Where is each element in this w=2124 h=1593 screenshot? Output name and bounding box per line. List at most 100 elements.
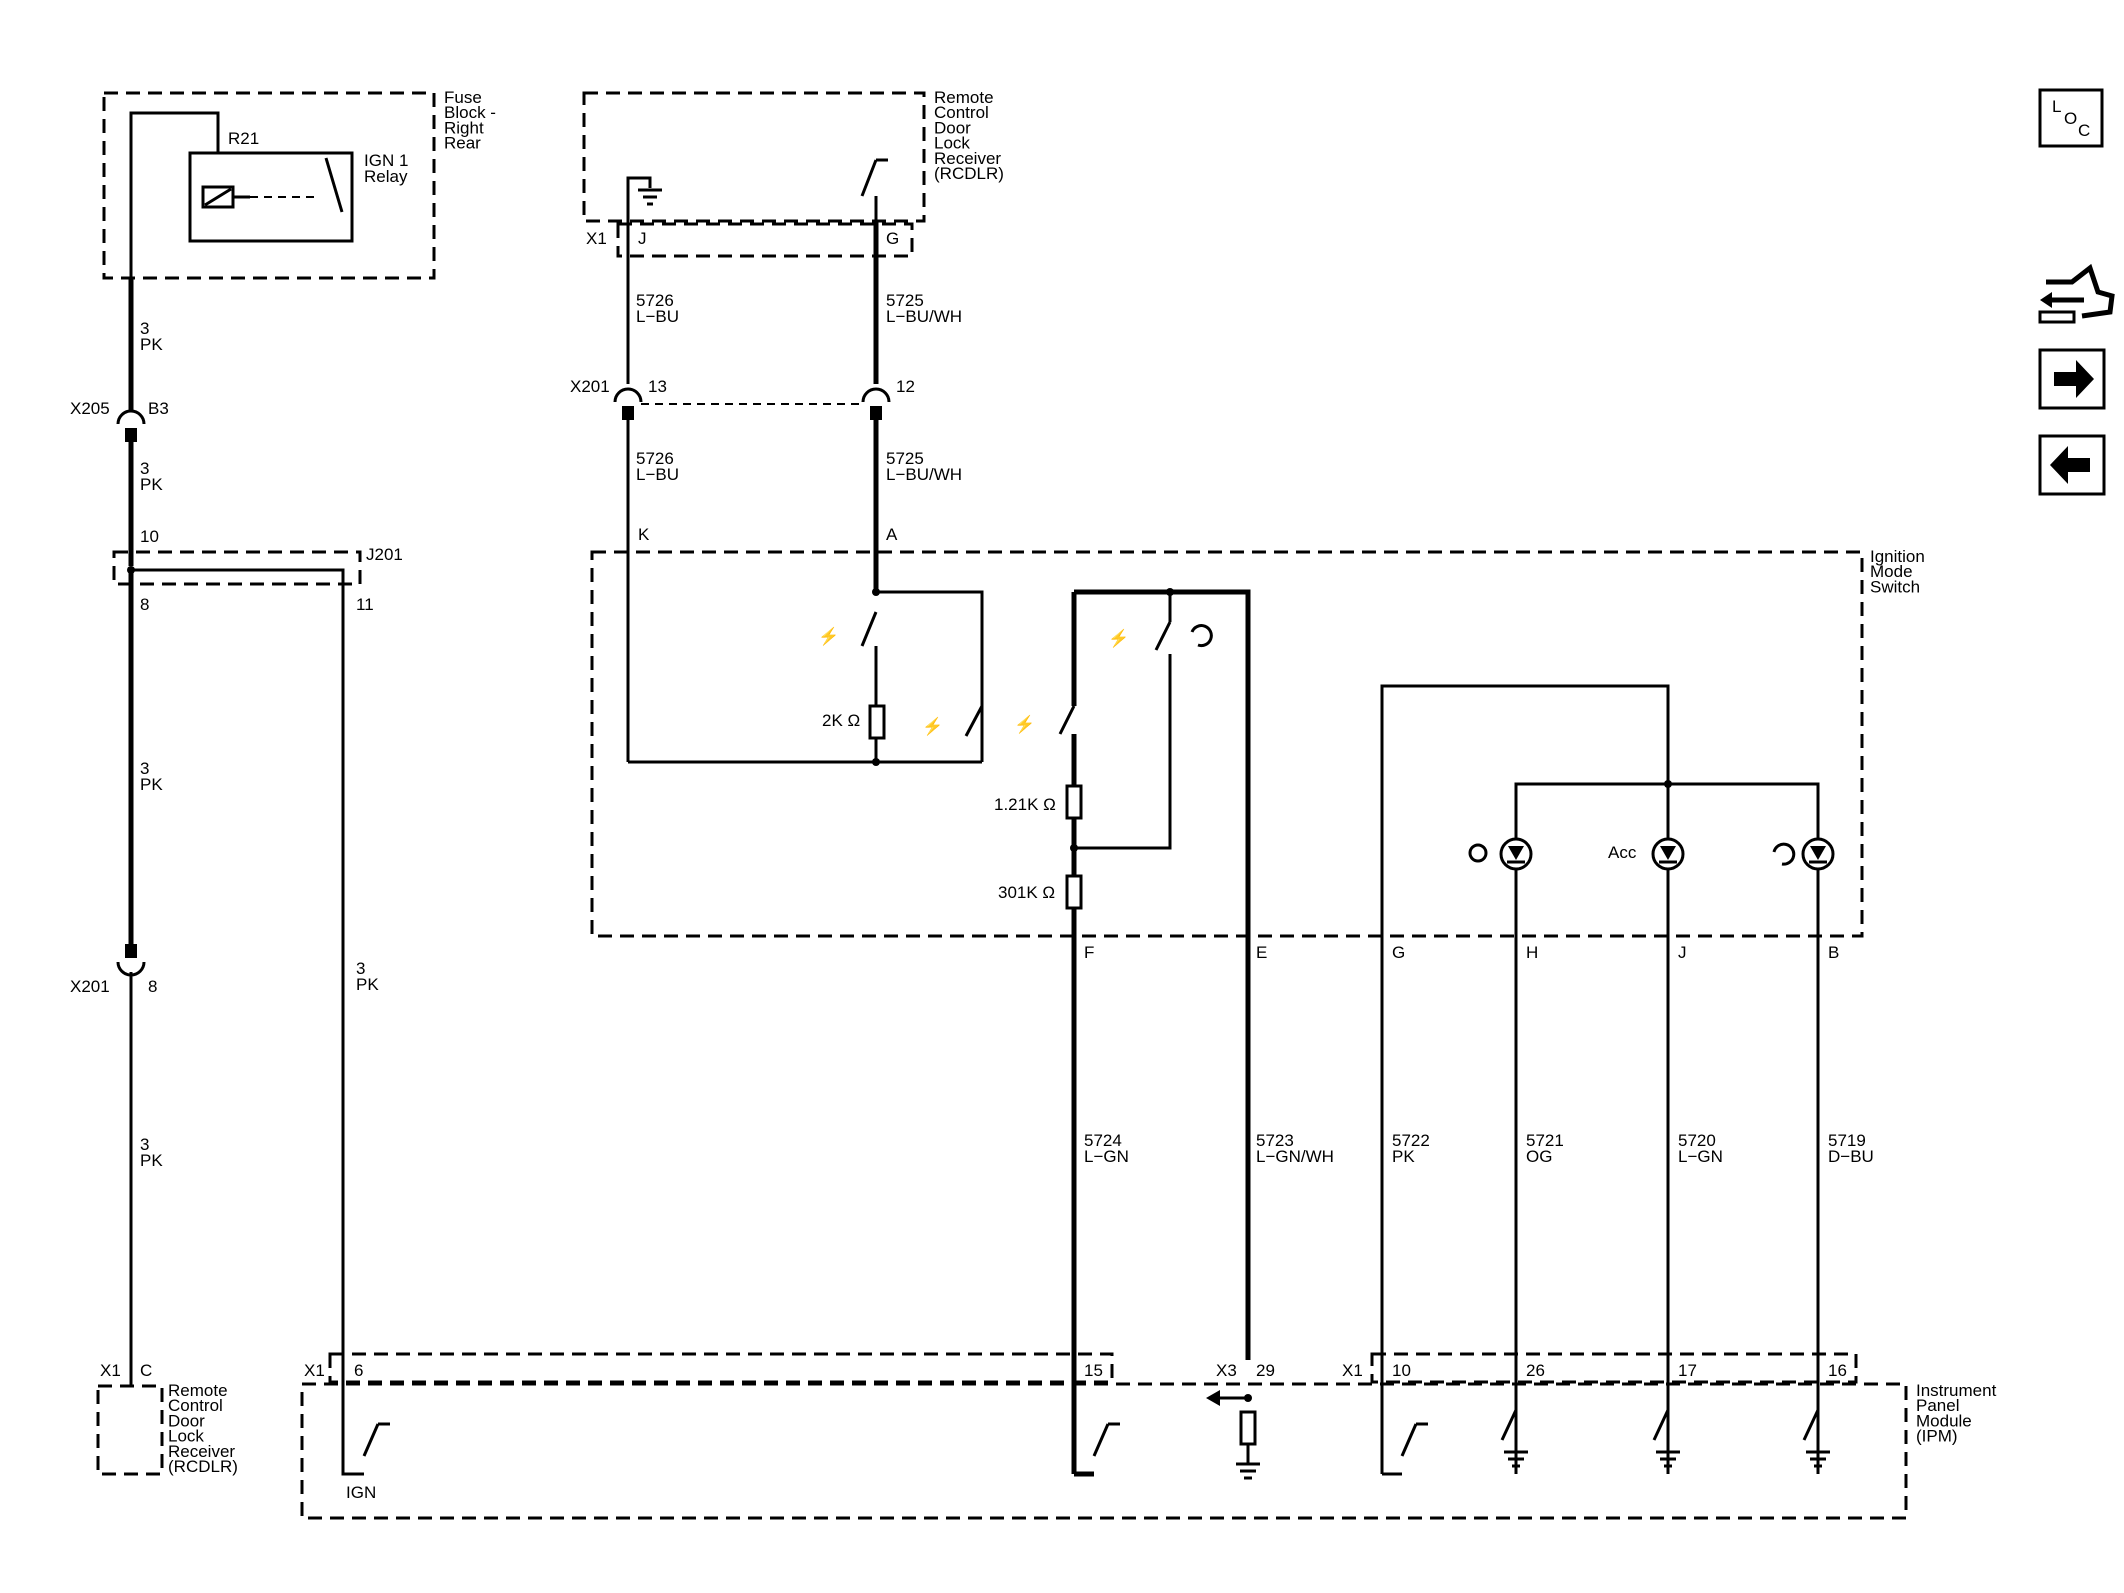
ipm-x1-right-label: X1	[1342, 1361, 1363, 1380]
ipm-pin15-switch-icon	[1092, 1423, 1110, 1457]
led-start-icon	[1772, 837, 1835, 871]
ipm-x1-pin15-label: 15	[1084, 1361, 1103, 1380]
ipm-ign-switch-icon	[362, 1423, 380, 1457]
previous-page-arrow-icon[interactable]	[2038, 434, 2106, 496]
switch-actuator-icon-1: ⚡	[818, 626, 839, 647]
resistor-2k-icon	[868, 704, 886, 740]
ipm-pin16-switch-ground-icon	[1802, 1409, 1830, 1468]
ipm-x1-right-connector-box	[1370, 1352, 1858, 1384]
next-page-arrow-icon[interactable]	[2038, 348, 2106, 410]
j201-pin-in-label: 10	[140, 527, 159, 546]
led-off-icon	[1468, 837, 1533, 871]
ipm-x3-label: X3	[1216, 1361, 1237, 1380]
rcdlr-switch-icon	[860, 159, 878, 197]
rcdlr-x1-connector-box	[616, 222, 914, 258]
rcdlr-bottom-connector-label: X1	[100, 1361, 121, 1380]
ims-pin-b-label: B	[1828, 943, 1839, 962]
rcdlr-top-pin-g-label: G	[886, 229, 899, 248]
x205-pin-label: B3	[148, 399, 169, 418]
j201-pin-out-left-label: 8	[140, 595, 149, 614]
switch-actuator-icon-2: ⚡	[922, 716, 943, 737]
ipm-x1-pin10-label: 10	[1392, 1361, 1411, 1380]
switch-icon-4	[1154, 621, 1172, 651]
resistor-2k-label: 2K Ω	[822, 711, 860, 730]
resistor-301k-icon	[1065, 874, 1083, 910]
x205-connector-icon	[116, 409, 146, 425]
ims-pin-k-label: K	[638, 525, 650, 544]
x201-top-label: X201	[570, 377, 610, 396]
resistor-121k-label: 1.21K Ω	[994, 795, 1056, 814]
sidebar-nav: L O C	[2038, 88, 2115, 496]
ims-pin-j-label: J	[1678, 943, 1687, 962]
j201-splice-box	[112, 550, 362, 586]
fuse-r21-label: R21	[228, 129, 259, 148]
ipm-pin26-switch-ground-icon	[1500, 1409, 1528, 1468]
switch-actuator-icon-3: ⚡	[1014, 714, 1035, 735]
svg-text:L: L	[2052, 97, 2061, 116]
ims-pin-e-label: E	[1256, 943, 1267, 962]
ipm-pin10-switch-icon	[1400, 1423, 1418, 1457]
ims-pin-f-label: F	[1084, 943, 1094, 962]
j201-pin-out-right-label: 11	[356, 595, 374, 614]
ipm-output-arrow-icon	[1206, 1390, 1220, 1406]
ipm-x1-left-label: X1	[304, 1361, 325, 1380]
ipm-x3-pin-label: 29	[1256, 1361, 1275, 1380]
ipm-x1-left-pin-label: 6	[354, 1361, 363, 1380]
rcdlr-bottom-pin-label: C	[140, 1361, 152, 1380]
ims-pin-a-label: A	[886, 525, 898, 544]
x201-top-pin13-label: 13	[648, 377, 667, 396]
ipm-ign-label: IGN	[346, 1483, 376, 1502]
loc-icon[interactable]: L O C	[2038, 88, 2104, 148]
led-acc-icon	[1651, 837, 1685, 871]
switch-icon-1	[860, 611, 878, 647]
x205-label: X205	[70, 399, 110, 418]
resistor-301k-label: 301K Ω	[998, 883, 1055, 902]
ipm-x1-pin16-label: 16	[1828, 1361, 1847, 1380]
svg-text:O: O	[2064, 109, 2077, 128]
x201-left-pin-label: 8	[148, 977, 157, 996]
rcdlr-top-connector-label: X1	[586, 229, 607, 248]
ipm-pin17-switch-ground-icon	[1652, 1409, 1680, 1468]
led-acc-label: Acc	[1608, 843, 1637, 862]
connector-end-view-icon[interactable]	[2038, 263, 2115, 324]
ipm-pullup-resistor-icon	[1239, 1410, 1257, 1446]
rcdlr-top-pin-j-label: J	[638, 229, 647, 248]
ipm-x3-ground-icon	[1236, 1462, 1260, 1480]
x201-top-pin12-label: 12	[896, 377, 915, 396]
ground-icon	[638, 188, 662, 206]
ims-pin-g-label: G	[1392, 943, 1405, 962]
ims-pin-h-label: H	[1526, 943, 1538, 962]
resistor-121k-icon	[1065, 784, 1083, 820]
x201-left-label: X201	[70, 977, 110, 996]
ipm-x1-pin26-label: 26	[1526, 1361, 1545, 1380]
start-rotate-icon	[1190, 624, 1213, 648]
relay-switch-icon	[324, 157, 344, 213]
ipm-x1-pin17-label: 17	[1678, 1361, 1697, 1380]
